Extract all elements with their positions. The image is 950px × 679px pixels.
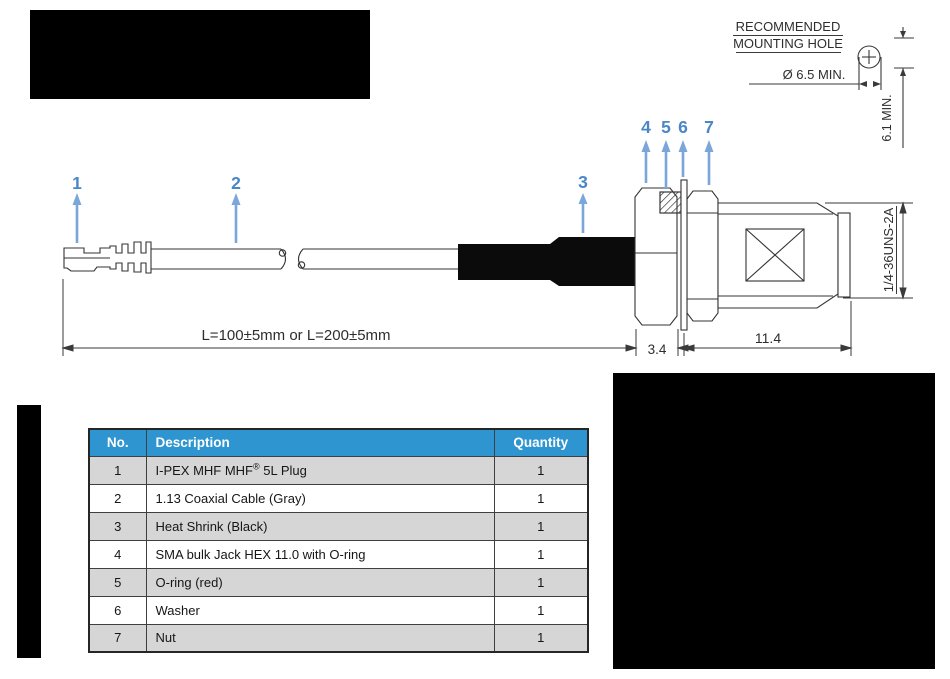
part-no-cell: 6 xyxy=(88,595,147,625)
callout-6-label: 6 xyxy=(678,117,688,137)
part-quantity-cell: 1 xyxy=(493,511,589,541)
table-row: 4 SMA bulk Jack HEX 11.0 with O-ring 1 xyxy=(88,539,589,569)
mhf-plug-drawing xyxy=(63,241,152,274)
table-row: 6 Washer 1 xyxy=(88,595,589,625)
part-description-cell: Nut xyxy=(145,623,495,653)
callout-1: 1 xyxy=(72,173,82,243)
part-no-cell: 4 xyxy=(88,539,147,569)
redacted-block-bottom-right xyxy=(613,373,935,669)
header-quantity: Quantity xyxy=(493,428,589,457)
callout-6: 6 xyxy=(678,117,688,177)
connector-tip-drawing xyxy=(837,212,851,298)
part-no-cell: 1 xyxy=(88,455,147,485)
callout-1-label: 1 xyxy=(72,173,82,193)
part-quantity-cell: 1 xyxy=(493,595,589,625)
part-description-cell: Heat Shrink (Black) xyxy=(145,511,495,541)
thread-spec-dimension: 1/4-36UNS-2A xyxy=(825,201,913,300)
thread-symbol-box xyxy=(745,228,805,282)
table-row: 2 1.13 Coaxial Cable (Gray) 1 xyxy=(88,483,589,513)
part-description-cell: 1.13 Coaxial Cable (Gray) xyxy=(145,483,495,513)
part-description-cell: Washer xyxy=(145,595,495,625)
part-quantity-cell: 1 xyxy=(493,539,589,569)
table-row: 3 Heat Shrink (Black) 1 xyxy=(88,511,589,541)
washer-drawing xyxy=(680,179,688,331)
dimension-annotations: L=100±5mm or L=200±5mm 3.4 11.4 xyxy=(61,201,913,357)
mounting-hole-title-line1: RECOMMENDED xyxy=(736,19,841,34)
part-no-cell: 3 xyxy=(88,511,147,541)
part-no-cell: 2 xyxy=(88,483,147,513)
part-quantity-cell: 1 xyxy=(493,483,589,513)
threaded-barrel-drawing xyxy=(717,202,851,309)
hex-width-label: 3.4 xyxy=(648,342,667,357)
part-description-cell: SMA bulk Jack HEX 11.0 with O-ring xyxy=(145,539,495,569)
mounting-hole-diameter-label: Ø 6.5 MIN. xyxy=(783,67,846,82)
mounting-hole-height-label: 6.1 MIN. xyxy=(880,94,894,141)
callout-2: 2 xyxy=(231,173,241,243)
redacted-strip-bottom-left xyxy=(17,405,41,658)
part-quantity-cell: 1 xyxy=(493,567,589,597)
part-quantity-cell: 1 xyxy=(493,455,589,485)
callout-4: 4 xyxy=(641,117,651,183)
hex-width-dimension: 3.4 xyxy=(635,329,690,357)
cable-length-label: L=100±5mm or L=200±5mm xyxy=(201,327,390,344)
nut-drawing xyxy=(686,190,719,322)
callout-3-label: 3 xyxy=(578,172,588,192)
redacted-block-top-left xyxy=(30,10,370,99)
table-row: 1 I-PEX MHF MHF® 5L Plug 1 xyxy=(88,455,589,485)
part-quantity-cell: 1 xyxy=(493,623,589,653)
callout-7: 7 xyxy=(704,117,714,185)
callout-2-label: 2 xyxy=(231,173,241,193)
parts-table: No. Description Quantity 1 I-PEX MHF MHF… xyxy=(88,428,589,653)
cable-length-dimension: L=100±5mm or L=200±5mm xyxy=(61,279,638,356)
mounting-hole-circle xyxy=(857,45,881,69)
part-description-cell: I-PEX MHF MHF® 5L Plug xyxy=(145,455,495,485)
mounting-hole-diagram: RECOMMENDED MOUNTING HOLE Ø 6.5 MIN. 6.1… xyxy=(733,19,914,148)
callout-4-label: 4 xyxy=(641,117,651,137)
part-no-cell: 5 xyxy=(88,567,147,597)
thread-spec-label: 1/4-36UNS-2A xyxy=(881,207,896,292)
sma-hex-body-drawing xyxy=(634,187,678,326)
table-header-row: No. Description Quantity xyxy=(88,428,589,457)
table-row: 5 O-ring (red) 1 xyxy=(88,567,589,597)
connector-length-label: 11.4 xyxy=(755,330,781,346)
heat-shrink-drawing xyxy=(458,237,635,286)
header-no: No. xyxy=(88,428,147,457)
callout-5-label: 5 xyxy=(661,117,671,137)
mounting-hole-title-line2: MOUNTING HOLE xyxy=(733,36,843,51)
o-ring-drawing xyxy=(659,191,682,214)
connector-length-dimension: 11.4 xyxy=(682,301,853,356)
table-row: 7 Nut 1 xyxy=(88,623,589,653)
callout-5: 5 xyxy=(661,117,671,189)
part-no-cell: 7 xyxy=(88,623,147,653)
callout-7-label: 7 xyxy=(704,117,714,137)
header-description: Description xyxy=(145,428,495,457)
cable-assembly-drawing xyxy=(63,179,851,331)
part-description-cell: O-ring (red) xyxy=(145,567,495,597)
callout-3: 3 xyxy=(578,172,588,233)
callouts: 1 2 3 4 5 xyxy=(72,117,714,243)
coaxial-cable-drawing xyxy=(151,248,458,270)
